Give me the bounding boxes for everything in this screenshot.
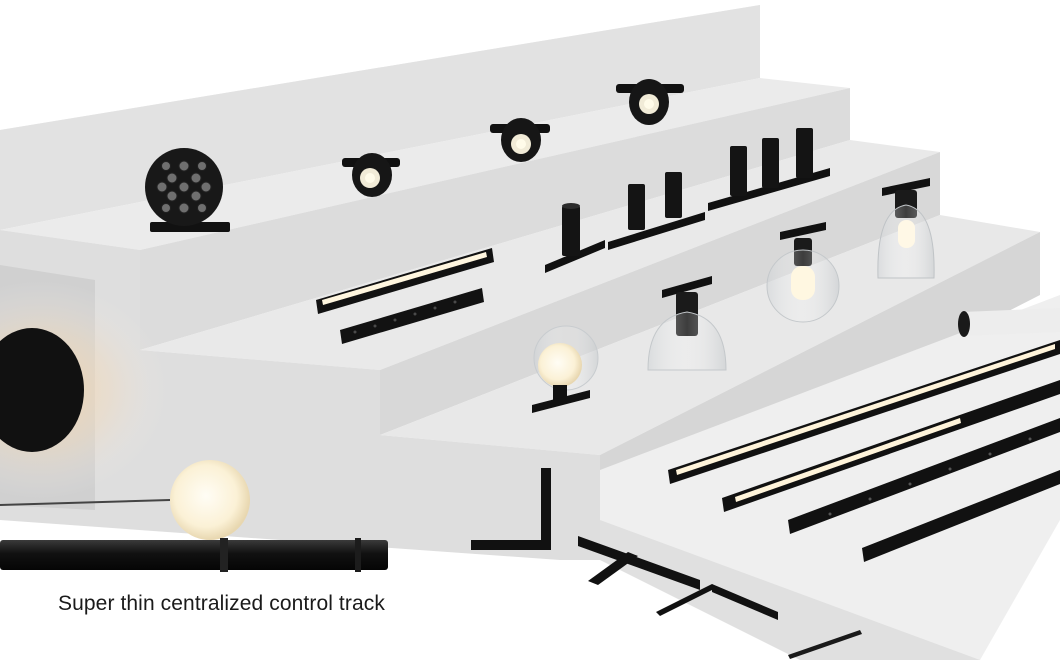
track-3 xyxy=(788,418,1060,534)
step-riser-3 xyxy=(380,152,940,435)
tube-spot-triple xyxy=(708,128,830,211)
straight-connector xyxy=(788,630,862,659)
track-4 xyxy=(862,470,1060,562)
linear-bar-led xyxy=(316,248,494,314)
cylinder-spot-1 xyxy=(342,153,400,197)
globe-bulb xyxy=(170,460,250,540)
step-riser-5 xyxy=(600,520,980,660)
product-caption: Super thin centralized control track xyxy=(58,592,385,615)
tube-spot-single xyxy=(545,203,605,273)
t-connector xyxy=(578,536,700,590)
multi-lens-spotlight xyxy=(145,148,230,232)
cylinder-spot-3 xyxy=(616,79,684,125)
step-riser-2 xyxy=(140,88,850,350)
long-track-rod xyxy=(0,540,388,570)
glass-bell-pendant-1 xyxy=(877,178,935,279)
l-connector xyxy=(471,468,551,550)
base-block xyxy=(0,230,600,560)
globe-pendant-rod xyxy=(0,460,388,572)
cylinder-spot-2 xyxy=(490,118,550,162)
linear-bar-grille xyxy=(340,288,484,344)
glass-globe-pendant-2 xyxy=(766,222,840,323)
glass-bell-pendant-3 xyxy=(647,276,727,371)
magnetic-tracks xyxy=(668,308,1060,562)
wall-disc-lamp xyxy=(0,328,84,452)
glass-globe-pendant-4 xyxy=(532,325,599,413)
tube-spot-double xyxy=(608,172,705,250)
corner-connector xyxy=(656,584,778,620)
